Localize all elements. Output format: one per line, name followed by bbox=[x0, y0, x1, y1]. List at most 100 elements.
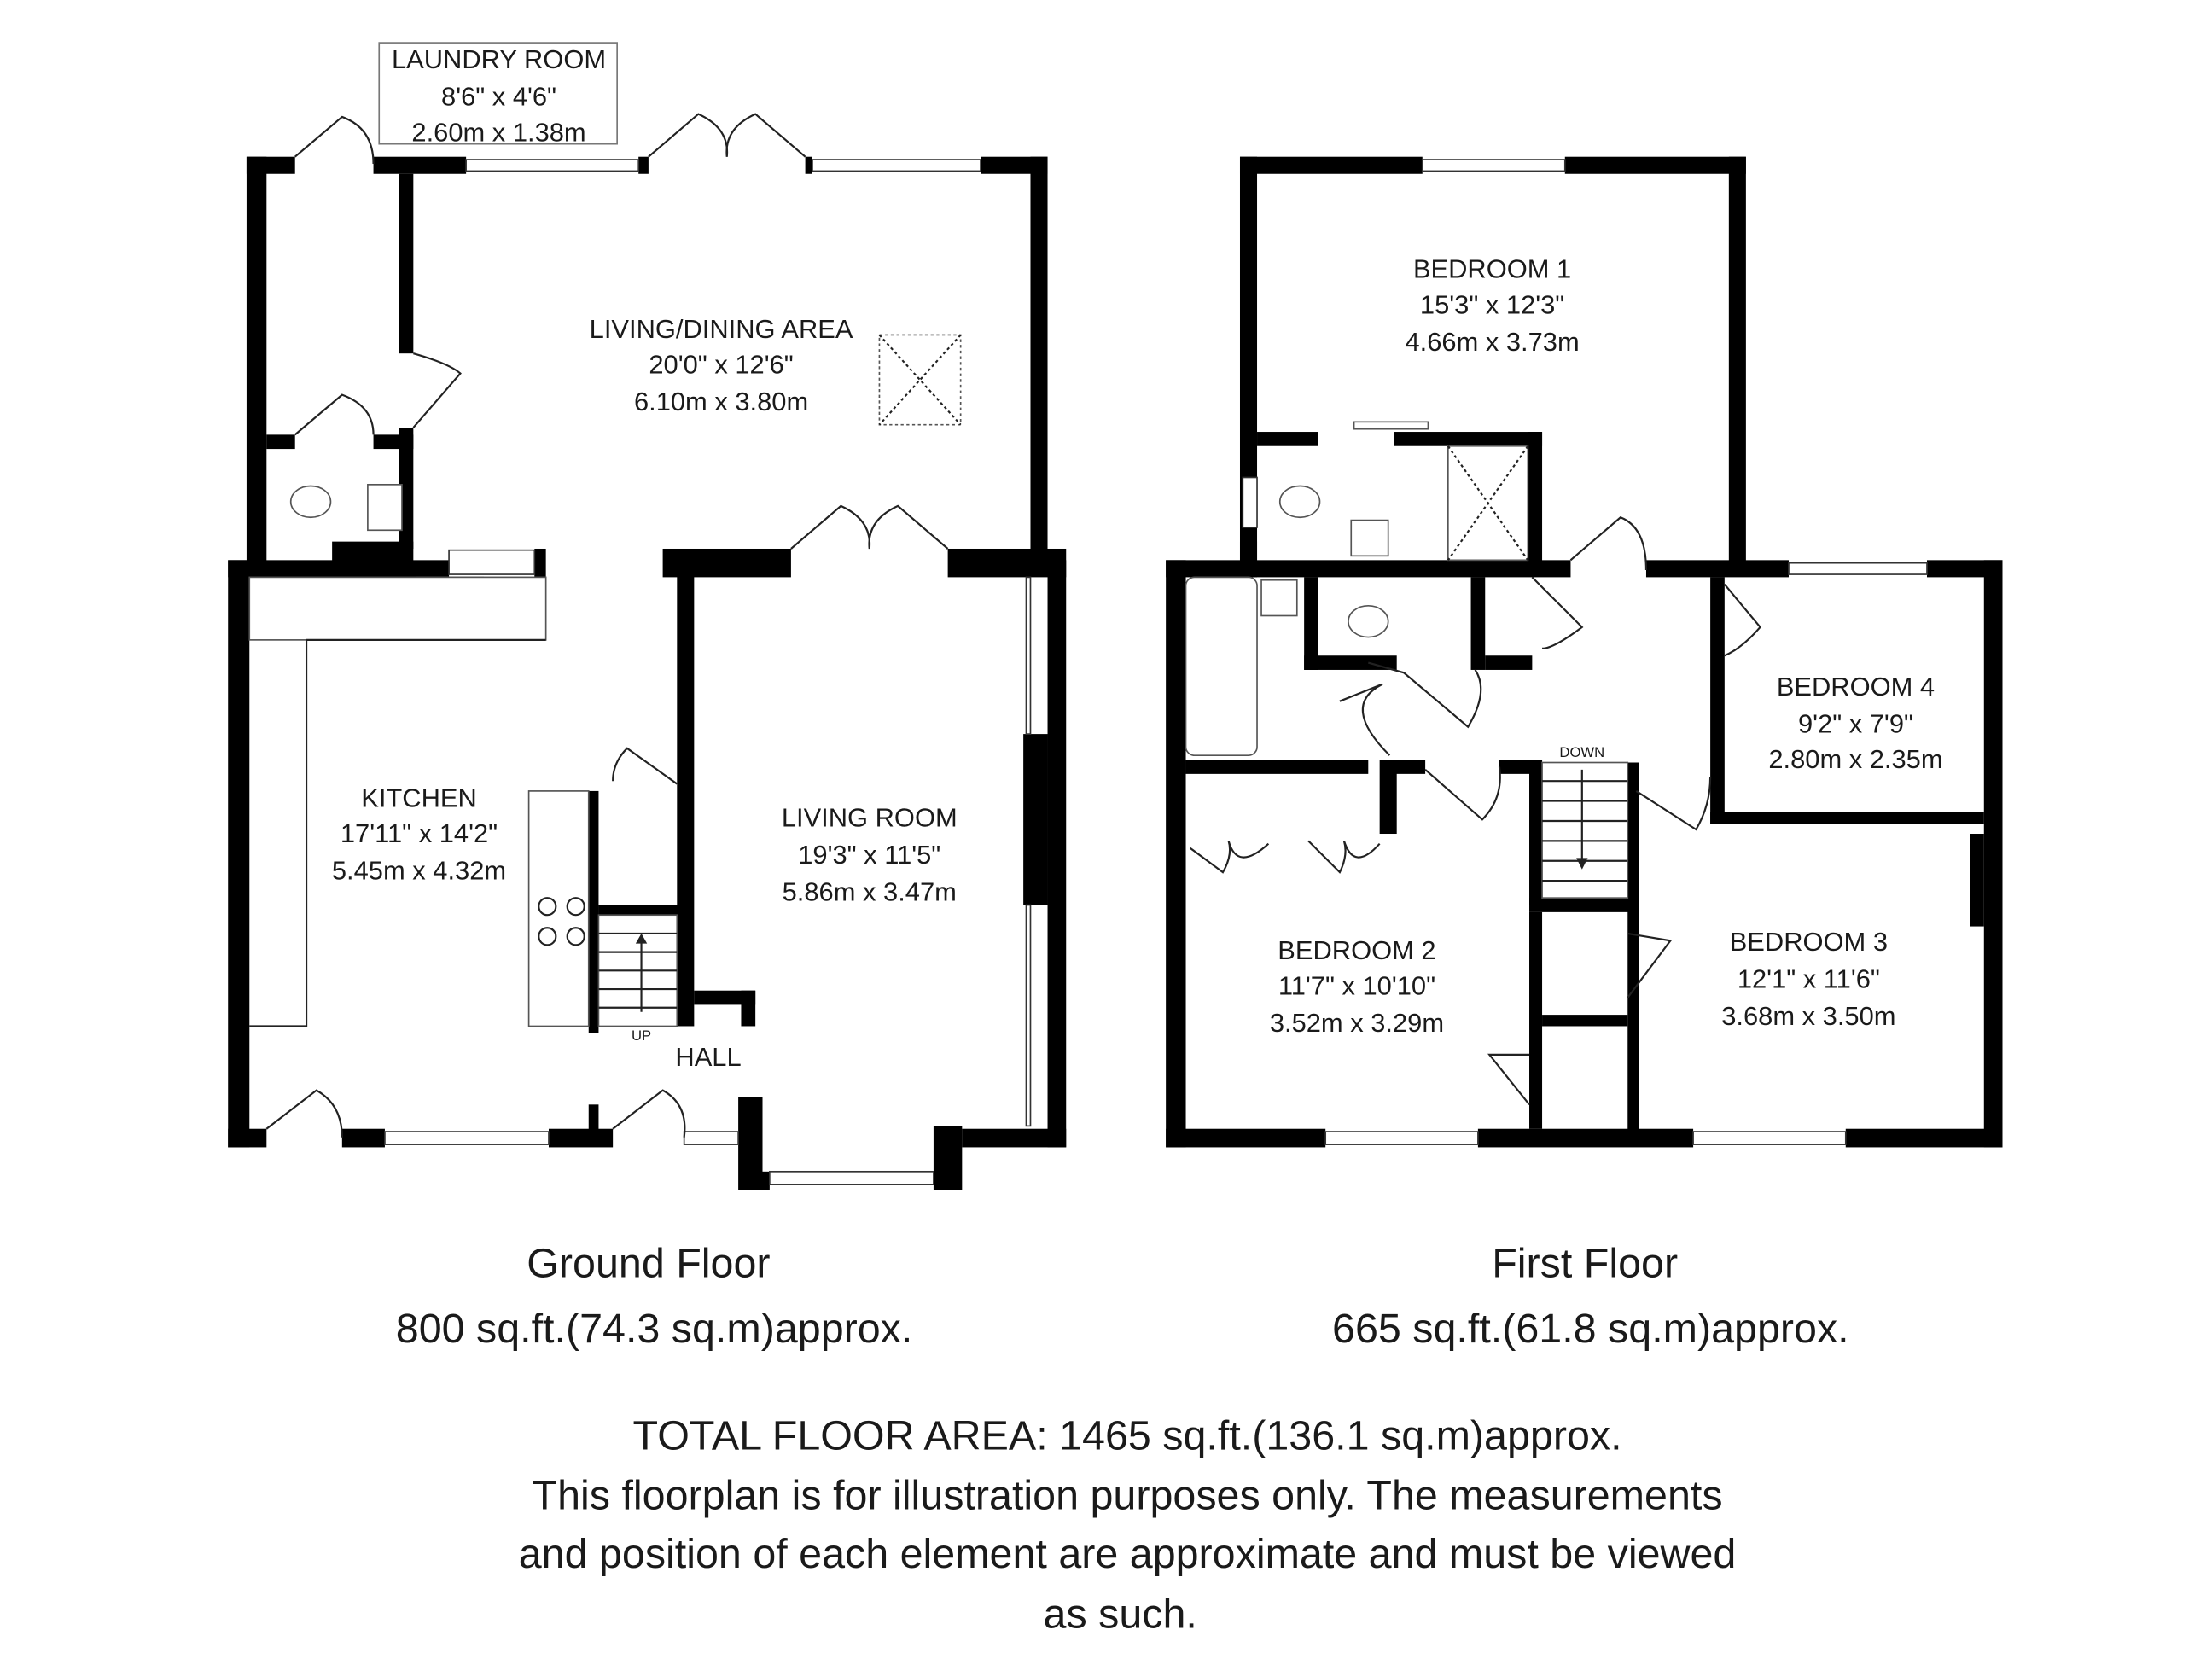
wall bbox=[1030, 156, 1048, 563]
hob-ring bbox=[538, 927, 557, 946]
wall bbox=[228, 560, 250, 1148]
wall bbox=[677, 570, 695, 1027]
wall bbox=[1394, 760, 1426, 774]
door[interactable] bbox=[294, 393, 375, 436]
door[interactable] bbox=[612, 1089, 686, 1138]
room-name: BEDROOM 4 bbox=[1777, 672, 1935, 701]
wall bbox=[1627, 762, 1639, 1141]
toilet bbox=[289, 485, 332, 519]
window bbox=[448, 549, 536, 575]
room-size-imperial: 12'1" x 11'6" bbox=[1738, 963, 1880, 993]
stairs-down bbox=[1541, 761, 1629, 899]
window bbox=[1025, 904, 1032, 1127]
wall bbox=[588, 790, 599, 1033]
wall bbox=[1970, 834, 1984, 927]
door[interactable] bbox=[1339, 683, 1391, 756]
living-dining-label: LIVING/DINING AREA 20'0" x 12'6" 6.10m x… bbox=[590, 314, 853, 416]
basin bbox=[367, 484, 403, 532]
door[interactable] bbox=[1627, 932, 1673, 998]
living-room-label: LIVING ROOM 19'3" x 11'5" 5.86m x 3.47m bbox=[782, 803, 958, 907]
wardrobe-doors[interactable] bbox=[1189, 840, 1381, 874]
hall-label: HALL bbox=[675, 1042, 741, 1072]
wall bbox=[228, 1128, 267, 1148]
room-name: KITCHEN bbox=[361, 783, 477, 812]
door[interactable] bbox=[1569, 515, 1648, 571]
fixtures bbox=[248, 113, 1762, 1138]
first-floor-area: 665 sq.ft.(61.8 sq.m)approx. bbox=[1332, 1306, 1849, 1352]
disclaimer-line: This floorplan is for illustration purpo… bbox=[533, 1473, 1723, 1519]
wall bbox=[1023, 734, 1048, 905]
wall bbox=[1710, 577, 1725, 824]
wall bbox=[246, 156, 267, 563]
wall bbox=[548, 1128, 614, 1148]
wall bbox=[1485, 655, 1533, 670]
door[interactable] bbox=[265, 1089, 343, 1138]
disclaimer-line: as such. bbox=[1044, 1591, 1197, 1637]
shower-cross bbox=[1447, 445, 1529, 561]
wall bbox=[741, 990, 756, 1027]
door[interactable] bbox=[1635, 777, 1712, 831]
sliding-door bbox=[1353, 421, 1429, 430]
door[interactable] bbox=[1487, 1053, 1530, 1106]
wall bbox=[933, 1126, 963, 1190]
wall bbox=[1645, 560, 1789, 578]
room-size-metric: 2.60m x 1.38m bbox=[411, 117, 585, 147]
stairs-up bbox=[597, 914, 678, 1027]
window bbox=[1788, 562, 1928, 575]
wall bbox=[1542, 1015, 1628, 1027]
wall bbox=[1166, 560, 1571, 578]
ground-floor-area: 800 sq.ft.(74.3 sq.m)approx. bbox=[396, 1306, 913, 1352]
wall bbox=[805, 156, 812, 174]
room-name: BEDROOM 2 bbox=[1278, 935, 1435, 965]
window bbox=[1692, 1131, 1847, 1145]
door[interactable] bbox=[1368, 661, 1482, 729]
door[interactable] bbox=[294, 115, 375, 165]
wall bbox=[1477, 1128, 1694, 1148]
wall bbox=[1528, 432, 1543, 563]
kitchen-counter-edge bbox=[249, 638, 546, 1027]
room-size-imperial: 9'2" x 7'9" bbox=[1798, 708, 1913, 738]
door[interactable] bbox=[1723, 584, 1762, 657]
window bbox=[384, 1131, 550, 1145]
door[interactable] bbox=[1531, 576, 1584, 649]
wall bbox=[1529, 911, 1543, 1129]
wall bbox=[1166, 1128, 1326, 1148]
window bbox=[769, 1170, 934, 1185]
windows bbox=[384, 159, 1928, 1185]
wall bbox=[1166, 560, 1186, 1148]
bedroom-1-label: BEDROOM 1 15'3" x 12'3" 4.66m x 3.73m bbox=[1405, 254, 1579, 357]
wall bbox=[1394, 432, 1543, 446]
wall bbox=[638, 156, 649, 174]
room-size-imperial: 8'6" x 4'6" bbox=[441, 82, 556, 112]
wall bbox=[1845, 1128, 2003, 1148]
room-size-metric: 3.68m x 3.50m bbox=[1721, 1001, 1895, 1031]
door[interactable] bbox=[612, 747, 678, 785]
total-floor-area: TOTAL FLOOR AREA: 1465 sq.ft.(136.1 sq.m… bbox=[633, 1412, 1622, 1458]
toilet bbox=[1348, 604, 1389, 638]
wall bbox=[332, 541, 414, 563]
ground-floor-title: Ground Floor bbox=[527, 1240, 770, 1286]
stairs-up-label: UP bbox=[632, 1027, 651, 1044]
wall bbox=[1239, 156, 1423, 174]
door[interactable] bbox=[412, 352, 462, 428]
room-name: LAUNDRY ROOM bbox=[392, 44, 606, 74]
french-door[interactable] bbox=[648, 113, 806, 158]
window bbox=[812, 159, 981, 172]
first-floor-title: First Floor bbox=[1492, 1240, 1678, 1286]
room-size-metric: 6.10m x 3.80m bbox=[634, 387, 808, 416]
wall bbox=[341, 1128, 385, 1148]
room-size-imperial: 11'7" x 10'10" bbox=[1278, 971, 1435, 1001]
room-name: LIVING ROOM bbox=[782, 803, 958, 833]
french-door[interactable] bbox=[790, 504, 949, 550]
door[interactable] bbox=[1424, 766, 1501, 821]
wall bbox=[1529, 760, 1543, 905]
window bbox=[1242, 476, 1258, 528]
hob-ring bbox=[538, 897, 557, 917]
wall bbox=[1710, 812, 1984, 824]
room-size-metric: 5.86m x 3.47m bbox=[783, 877, 957, 907]
wall bbox=[1304, 577, 1318, 670]
bedroom-3-label: BEDROOM 3 12'1" x 11'6" 3.68m x 3.50m bbox=[1721, 927, 1895, 1031]
basin bbox=[1350, 519, 1389, 557]
wall bbox=[266, 434, 295, 450]
